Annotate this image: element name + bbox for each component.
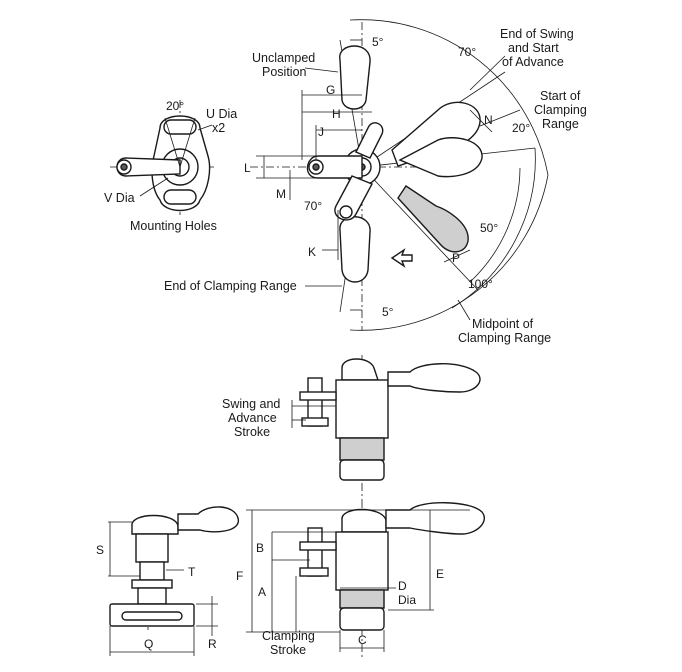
label-5deg-top: 5° <box>372 35 384 49</box>
label-b: B <box>256 541 264 555</box>
label-end-swing-3: of Advance <box>502 55 564 69</box>
label-clamping-stroke-1: Clamping <box>262 629 315 643</box>
label-f: F <box>236 569 243 583</box>
label-v-dia: V Dia <box>104 191 135 205</box>
label-k: K <box>308 245 316 259</box>
label-r: R <box>208 637 217 651</box>
label-t: T <box>188 565 196 579</box>
top-view <box>250 19 549 331</box>
label-c: C <box>358 633 367 647</box>
label-swing-adv-2: Advance <box>228 411 277 425</box>
labels: 5° End of Swing and Start of Advance 70°… <box>96 27 587 657</box>
label-100deg: 100° <box>468 277 493 291</box>
label-s: S <box>96 543 104 557</box>
label-swing-adv-3: Stroke <box>234 425 270 439</box>
label-m: M <box>276 187 286 201</box>
label-end-clamp: End of Clamping Range <box>164 279 297 293</box>
label-l: L <box>244 161 251 175</box>
label-5deg-bottom: 5° <box>382 305 394 319</box>
label-d-2: Dia <box>398 593 416 607</box>
label-unclamped-2: Position <box>262 65 307 79</box>
mounting-holes-view <box>110 100 215 215</box>
front-view-bottom <box>246 500 485 660</box>
label-u-dia-1: U Dia <box>206 107 237 121</box>
label-end-swing-2: and Start <box>508 41 559 55</box>
label-midpoint-2: Clamping Range <box>458 331 551 345</box>
label-start-clamp-1: Start of <box>540 89 581 103</box>
label-50deg: 50° <box>480 221 498 235</box>
label-p: P <box>452 251 460 265</box>
label-70deg-left: 70° <box>304 199 322 213</box>
label-e: E <box>436 567 444 581</box>
label-j: J <box>318 125 324 139</box>
label-a: A <box>258 585 266 599</box>
label-start-clamp-2: Clamping <box>534 103 587 117</box>
label-g: G <box>326 83 335 97</box>
label-unclamped-1: Unclamped <box>252 51 315 65</box>
label-d-1: D <box>398 579 407 593</box>
label-clamping-stroke-2: Stroke <box>270 643 306 657</box>
label-swing-adv-1: Swing and <box>222 397 280 411</box>
label-n: N <box>484 113 493 127</box>
side-view <box>108 506 239 656</box>
label-midpoint-1: Midpoint of <box>472 317 534 331</box>
label-u-dia-2: x2 <box>212 121 225 135</box>
label-mounting-holes: Mounting Holes <box>130 219 217 233</box>
label-start-clamp-3: Range <box>542 117 579 131</box>
label-end-swing-1: End of Swing <box>500 27 574 41</box>
label-q: Q <box>144 637 153 651</box>
label-70deg-top: 70° <box>458 45 476 59</box>
label-20deg-holes: 20° <box>166 99 184 113</box>
label-20deg-right: 20° <box>512 121 530 135</box>
label-h: H <box>332 107 341 121</box>
front-view-middle <box>291 355 481 500</box>
